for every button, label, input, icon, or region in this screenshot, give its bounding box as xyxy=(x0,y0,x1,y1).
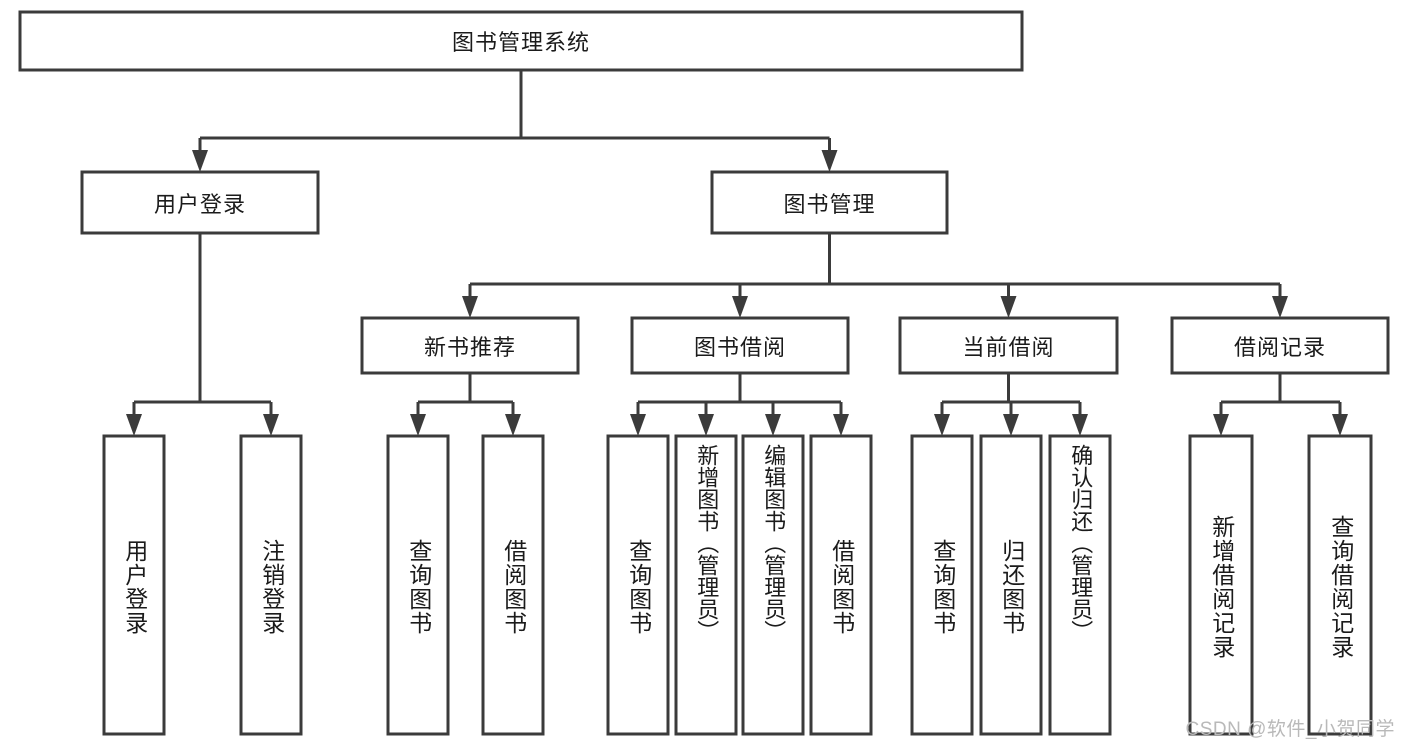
node-box-注销登录[interactable] xyxy=(239,434,303,736)
node-box-查询图书[interactable] xyxy=(606,434,670,736)
arrow-head-icon xyxy=(1272,296,1288,318)
node-box-新增借阅记录[interactable] xyxy=(1188,434,1254,736)
arrow-head-icon xyxy=(1000,296,1017,318)
arrow-head-icon xyxy=(505,414,521,436)
node-box-编辑图书管理员[interactable] xyxy=(741,434,805,736)
node-boxes xyxy=(18,10,1390,736)
node-box-用户登录[interactable] xyxy=(102,434,166,736)
arrow-head-icon xyxy=(1213,414,1229,436)
node-box-用户登录[interactable] xyxy=(80,170,320,235)
arrow-head-icon xyxy=(126,414,142,436)
node-box-当前借阅[interactable] xyxy=(898,316,1119,375)
node-box-查询图书[interactable] xyxy=(910,434,974,736)
arrow-head-icon xyxy=(192,150,208,172)
arrow-head-icon xyxy=(1003,414,1019,436)
arrow-head-icon xyxy=(934,414,950,436)
node-box-借阅记录[interactable] xyxy=(1170,316,1390,375)
arrow-head-icon xyxy=(630,414,646,436)
node-box-归还图书[interactable] xyxy=(979,434,1043,736)
node-box-借阅图书[interactable] xyxy=(809,434,873,736)
node-box-查询借阅记录[interactable] xyxy=(1307,434,1373,736)
arrow-head-icon xyxy=(263,414,279,436)
node-box-查询图书[interactable] xyxy=(386,434,450,736)
node-box-图书管理系统[interactable] xyxy=(18,10,1024,72)
node-box-图书借阅[interactable] xyxy=(630,316,850,375)
arrow-head-icon xyxy=(732,296,748,318)
arrow-head-icon xyxy=(765,414,781,436)
arrow-head-icon xyxy=(698,414,714,436)
arrow-head-icon xyxy=(1072,414,1088,436)
arrow-head-icon xyxy=(833,414,849,436)
connector-edges xyxy=(126,70,1348,436)
node-box-新增图书管理员[interactable] xyxy=(674,434,738,736)
node-box-新书推荐[interactable] xyxy=(360,316,580,375)
arrow-head-icon xyxy=(410,414,426,436)
arrow-head-icon xyxy=(462,296,478,318)
node-box-借阅图书[interactable] xyxy=(481,434,545,736)
node-box-图书管理[interactable] xyxy=(710,170,949,235)
arrow-head-icon xyxy=(821,150,838,172)
node-box-确认归还管理员[interactable] xyxy=(1048,434,1112,736)
arrow-head-icon xyxy=(1332,414,1348,436)
watermark-text: CSDN @软件_小贺同学 xyxy=(1185,719,1395,740)
